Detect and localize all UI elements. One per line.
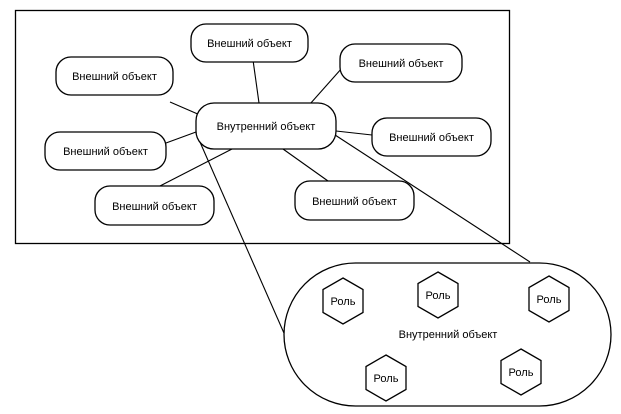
role: Роль bbox=[365, 354, 407, 402]
role-label: Роль bbox=[537, 294, 562, 306]
role: Роль bbox=[500, 348, 542, 396]
connector-lower-right bbox=[282, 148, 329, 182]
zoom-line-right bbox=[331, 132, 531, 263]
external-object-label: Внешний объект bbox=[359, 58, 444, 70]
connector-lower-left bbox=[157, 148, 233, 188]
external-object: Внешний объект bbox=[94, 185, 215, 226]
external-object: Внешний объект bbox=[190, 23, 309, 63]
role: Роль bbox=[528, 275, 570, 323]
zoom-line-left bbox=[195, 132, 299, 366]
external-object: Внешний объект bbox=[371, 117, 492, 157]
connector-left bbox=[165, 131, 197, 144]
role-label: Роль bbox=[426, 290, 451, 302]
internal-object-detail-label: Внутренний объект bbox=[399, 329, 498, 341]
role-label: Роль bbox=[331, 296, 356, 308]
role: Роль bbox=[417, 271, 459, 319]
external-object: Внешний объект bbox=[55, 56, 174, 96]
external-object-label: Внешний объект bbox=[72, 71, 157, 83]
role-label: Роль bbox=[509, 367, 534, 379]
external-object-label: Внешний объект bbox=[389, 132, 474, 144]
internal-object: Внутренний объект bbox=[195, 102, 337, 150]
connector-upper-right bbox=[309, 67, 343, 105]
internal-object-label: Внутренний объект bbox=[217, 121, 316, 133]
connector-right bbox=[335, 130, 373, 136]
external-object: Внешний объект bbox=[44, 131, 167, 171]
connector-top bbox=[252, 59, 260, 104]
connectors bbox=[157, 59, 373, 188]
external-object-label: Внешний объект bbox=[207, 38, 292, 50]
connector-upper-left bbox=[169, 101, 201, 116]
external-object: Внешний объект bbox=[294, 180, 415, 221]
role-label: Роль bbox=[374, 373, 399, 385]
external-object-label: Внешний объект bbox=[312, 196, 397, 208]
external-object-label: Внешний объект bbox=[63, 146, 148, 158]
external-object-label: Внешний объект bbox=[112, 201, 197, 213]
role: Роль bbox=[322, 277, 364, 325]
external-object: Внешний объект bbox=[339, 43, 463, 83]
